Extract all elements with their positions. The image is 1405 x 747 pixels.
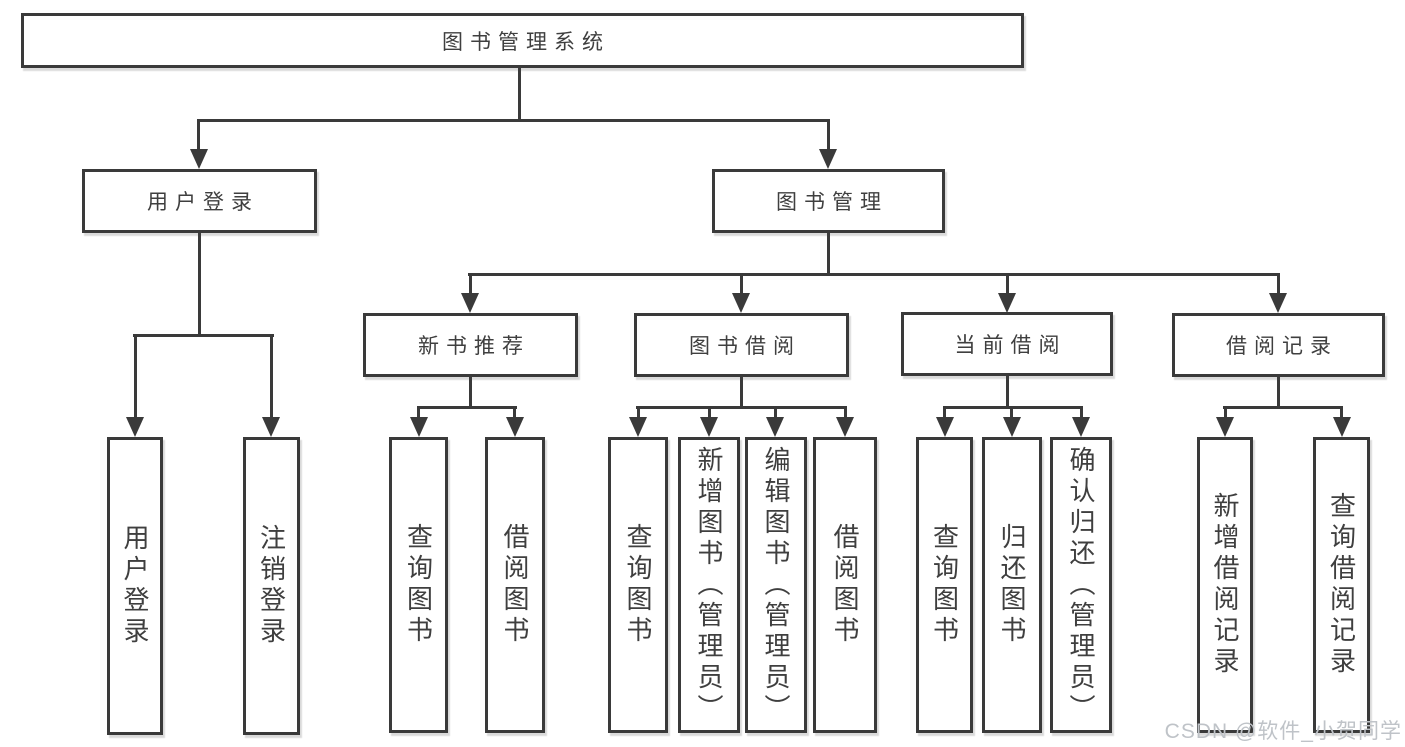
node-new-book-recommend: 新书推荐: [363, 313, 578, 377]
arrow-down-icon: [819, 149, 837, 169]
arrow-down-icon: [1216, 417, 1234, 437]
arrow-down-icon: [190, 149, 208, 169]
connector-line: [469, 273, 472, 294]
node-leaf-borrow-query-books: 查询图书: [608, 437, 668, 733]
node-leaf-recommend-query-books: 查询图书: [389, 437, 448, 733]
node-leaf-user-login: 用户登录: [107, 437, 163, 735]
arrow-down-icon: [629, 417, 647, 437]
node-leaf-recommend-borrow-books: 借阅图书: [485, 437, 545, 733]
connector-line: [417, 406, 517, 409]
node-leaf-borrow-add-books-admin: 新增图书（管理员）: [678, 437, 740, 733]
connector-line: [513, 406, 516, 418]
connector-line: [740, 375, 743, 408]
connector-line: [417, 406, 420, 418]
connector-line: [197, 119, 830, 122]
connector-line: [636, 406, 847, 409]
connector-line: [708, 406, 711, 418]
node-current-borrow: 当前借阅: [901, 312, 1113, 376]
arrow-down-icon: [262, 417, 280, 437]
arrow-down-icon: [836, 417, 854, 437]
arrow-down-icon: [1269, 293, 1287, 313]
connector-line: [133, 334, 274, 337]
node-leaf-records-query-record: 查询借阅记录: [1313, 437, 1370, 733]
connector-line: [1010, 406, 1013, 418]
connector-line: [469, 375, 472, 408]
arrow-down-icon: [766, 417, 784, 437]
node-leaf-borrow-borrow-books: 借阅图书: [813, 437, 877, 733]
connector-line: [1277, 375, 1280, 408]
connector-line: [134, 334, 137, 418]
connector-line: [197, 119, 200, 150]
connector-line: [740, 273, 743, 294]
node-leaf-current-query-books: 查询图书: [916, 437, 973, 733]
node-borrow-records: 借阅记录: [1172, 313, 1385, 377]
arrow-down-icon: [700, 417, 718, 437]
connector-line: [1080, 406, 1083, 418]
connector-line: [637, 406, 640, 418]
arrow-down-icon: [1072, 417, 1090, 437]
node-root: 图书管理系统: [21, 13, 1024, 68]
arrow-down-icon: [126, 417, 144, 437]
connector-line: [844, 406, 847, 418]
node-leaf-records-add-record: 新增借阅记录: [1197, 437, 1253, 733]
arrow-down-icon: [936, 417, 954, 437]
connector-line: [774, 406, 777, 418]
connector-line: [1006, 375, 1009, 408]
arrow-down-icon: [1003, 417, 1021, 437]
connector-line: [270, 334, 273, 418]
node-leaf-logout: 注销登录: [243, 437, 300, 735]
connector-line: [468, 273, 1280, 276]
connector-line: [198, 231, 201, 336]
arrow-down-icon: [998, 293, 1016, 313]
connector-line: [518, 66, 521, 122]
connector-line: [1277, 273, 1280, 294]
node-leaf-current-return-books: 归还图书: [982, 437, 1042, 733]
arrow-down-icon: [461, 293, 479, 313]
connector-line: [1223, 406, 1343, 409]
connector-line: [943, 406, 1083, 409]
node-user-login: 用户登录: [82, 169, 317, 233]
arrow-down-icon: [732, 293, 750, 313]
node-book-borrow: 图书借阅: [634, 313, 849, 377]
connector-line: [943, 406, 946, 418]
connector-line: [827, 231, 830, 276]
connector-line: [1340, 406, 1343, 418]
connector-line: [1224, 406, 1227, 418]
node-book-management: 图书管理: [712, 169, 945, 233]
arrow-down-icon: [1333, 417, 1351, 437]
arrow-down-icon: [506, 417, 524, 437]
node-leaf-current-confirm-return-admin: 确认归还（管理员）: [1050, 437, 1112, 733]
connector-line: [827, 119, 830, 150]
connector-line: [1006, 273, 1009, 294]
arrow-down-icon: [410, 417, 428, 437]
watermark: CSDN @软件_小贺同学: [1164, 720, 1402, 743]
node-leaf-borrow-edit-books-admin: 编辑图书（管理员）: [745, 437, 807, 733]
